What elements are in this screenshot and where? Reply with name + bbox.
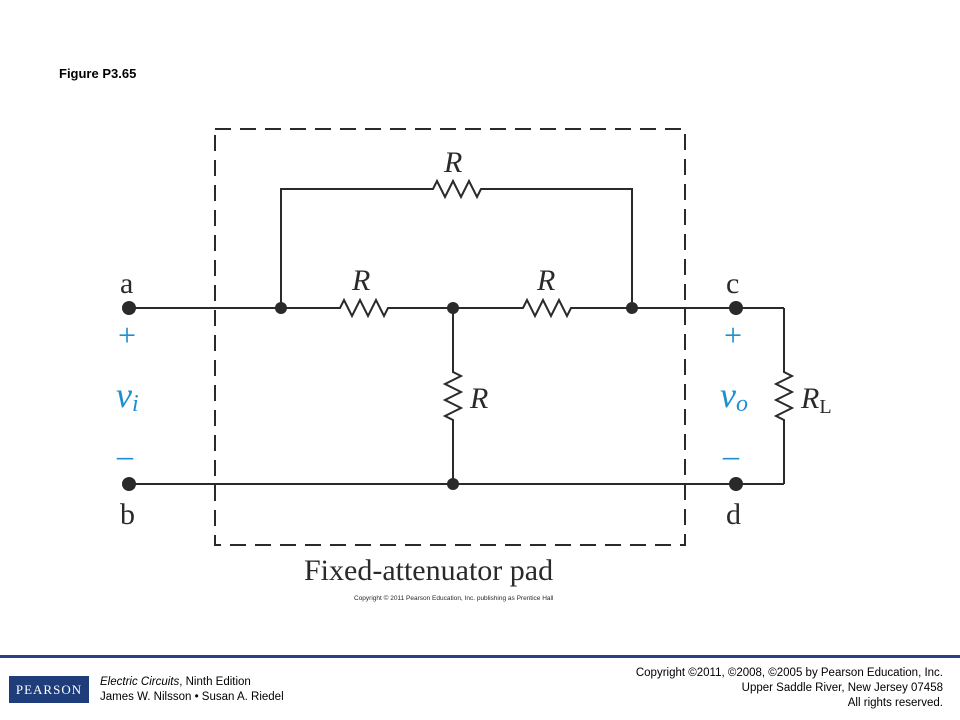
output-voltage-label: vo <box>720 375 748 417</box>
shunt-branch <box>442 308 464 484</box>
book-authors: James W. Nilsson • Susan A. Riedel <box>100 691 284 703</box>
terminal-c-dot <box>729 301 743 315</box>
image-copyright: Copyright © 2011 Pearson Education, Inc.… <box>354 594 554 602</box>
output-plus-sign: + <box>724 317 742 353</box>
output-voltage-symbol: v <box>720 375 736 415</box>
footer-divider <box>0 655 960 658</box>
terminal-b-label: b <box>120 498 135 531</box>
input-voltage-label: vi <box>116 375 139 417</box>
copyright-line-1: Copyright ©2011, ©2008, ©2005 by Pearson… <box>635 667 943 679</box>
load-resistor-symbol: R <box>800 382 819 415</box>
copyright-block: Copyright ©2011, ©2008, ©2005 by Pearson… <box>636 666 943 711</box>
book-edition: , Ninth Edition <box>179 676 251 688</box>
junction-node <box>275 302 287 314</box>
book-info: Electric Circuits, Ninth Edition James W… <box>100 675 284 705</box>
load-resistor-label: RL <box>800 382 832 418</box>
pearson-logo: PEARSON <box>9 676 89 703</box>
input-minus-sign: – <box>116 437 134 473</box>
input-plus-sign: + <box>118 317 136 353</box>
top-resistor-label: R <box>443 146 462 179</box>
book-title-line: Electric Circuits, Ninth Edition <box>100 675 284 690</box>
pad-caption: Fixed-attenuator pad <box>304 554 553 587</box>
junction-node <box>447 478 459 490</box>
output-voltage-subscript: o <box>736 391 748 417</box>
load-resistor-subscript: L <box>819 396 831 418</box>
input-voltage-subscript: i <box>132 391 139 417</box>
left-series-resistor-label: R <box>351 264 370 297</box>
input-voltage-symbol: v <box>116 375 132 415</box>
junction-node <box>447 302 459 314</box>
terminal-c-label: c <box>726 267 739 300</box>
figure-title: Figure P3.65 <box>59 66 137 81</box>
right-series-resistor-label: R <box>536 264 555 297</box>
terminal-d-dot <box>729 477 743 491</box>
shunt-resistor-label: R <box>469 382 488 415</box>
copyright-line-3: All rights reserved. <box>847 697 943 709</box>
load-resistor <box>773 308 795 484</box>
attenuator-circuit-diagram: R R R R RL a b c d + vi – + vo – Fixed-a… <box>116 128 832 602</box>
terminal-a-dot <box>122 301 136 315</box>
terminal-a-label: a <box>120 267 133 300</box>
book-title: Electric Circuits <box>100 676 180 688</box>
junction-node <box>626 302 638 314</box>
top-bridge-wire <box>280 178 633 308</box>
output-minus-sign: – <box>722 437 740 473</box>
terminal-b-dot <box>122 477 136 491</box>
terminal-d-label: d <box>726 498 741 531</box>
pad-dashed-box <box>214 128 686 546</box>
copyright-line-2: Upper Saddle River, New Jersey 07458 <box>741 682 943 694</box>
